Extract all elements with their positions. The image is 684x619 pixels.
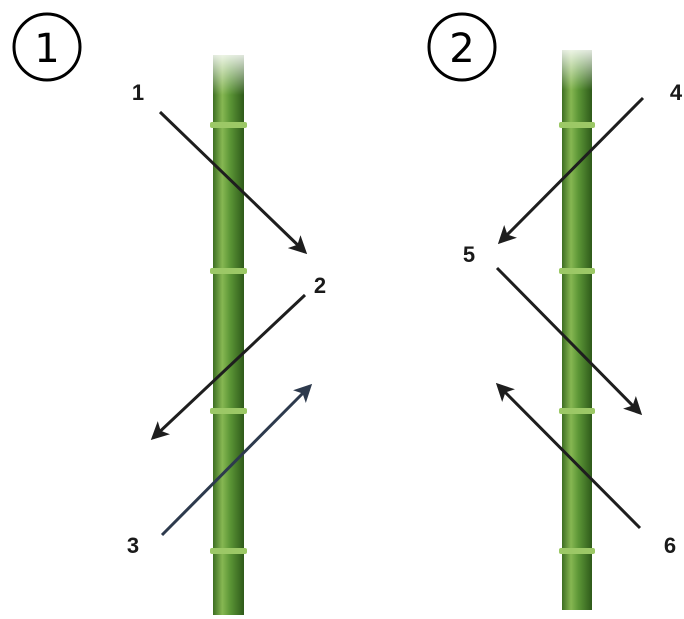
step-label-5: 5 — [463, 242, 475, 267]
step-label-4: 4 — [670, 80, 683, 105]
arrow-1-to-2 — [158, 110, 308, 255]
bamboo-stalk-2 — [559, 50, 595, 610]
step-label-2: 2 — [314, 273, 326, 298]
panel-1-arrows — [150, 110, 313, 537]
panel-2: 2 4 5 6 — [427, 12, 683, 610]
step-label-6: 6 — [664, 533, 676, 558]
stalk-2-top-fade — [562, 50, 592, 90]
panel-1-number-circle — [12, 12, 82, 82]
stalk-2-node — [559, 122, 595, 128]
stalk-1-node — [210, 268, 247, 274]
step-label-1: 1 — [132, 80, 144, 105]
stalk-1-node — [210, 122, 247, 128]
stalk-1-body — [213, 55, 244, 615]
stalk-1-node — [210, 548, 247, 554]
stalk-2-node — [559, 408, 595, 414]
arrow-4-to-5 — [497, 96, 645, 245]
panel-1: 1 1 2 3 — [12, 12, 326, 615]
panel-1-number-badge: 1 — [12, 12, 82, 82]
panel-2-arrows — [495, 96, 645, 530]
stalk-2-body — [562, 50, 592, 610]
arrow-2-down-left — [150, 293, 307, 441]
panel-1-number: 1 — [34, 26, 59, 72]
stalk-2-node — [559, 548, 595, 554]
panel-2-number-circle — [427, 12, 497, 82]
arrow-3-up-right — [160, 383, 313, 537]
stalk-1-top-fade — [213, 55, 244, 95]
step-label-3: 3 — [127, 533, 139, 558]
stalk-1-node — [210, 408, 247, 414]
panel-2-number-badge: 2 — [427, 12, 497, 82]
panel-2-number: 2 — [449, 26, 474, 72]
stalk-2-node — [559, 268, 595, 274]
arrow-6-up-left — [495, 382, 642, 530]
arrow-5-down-right — [495, 266, 643, 416]
bamboo-stalk-1 — [210, 55, 247, 615]
